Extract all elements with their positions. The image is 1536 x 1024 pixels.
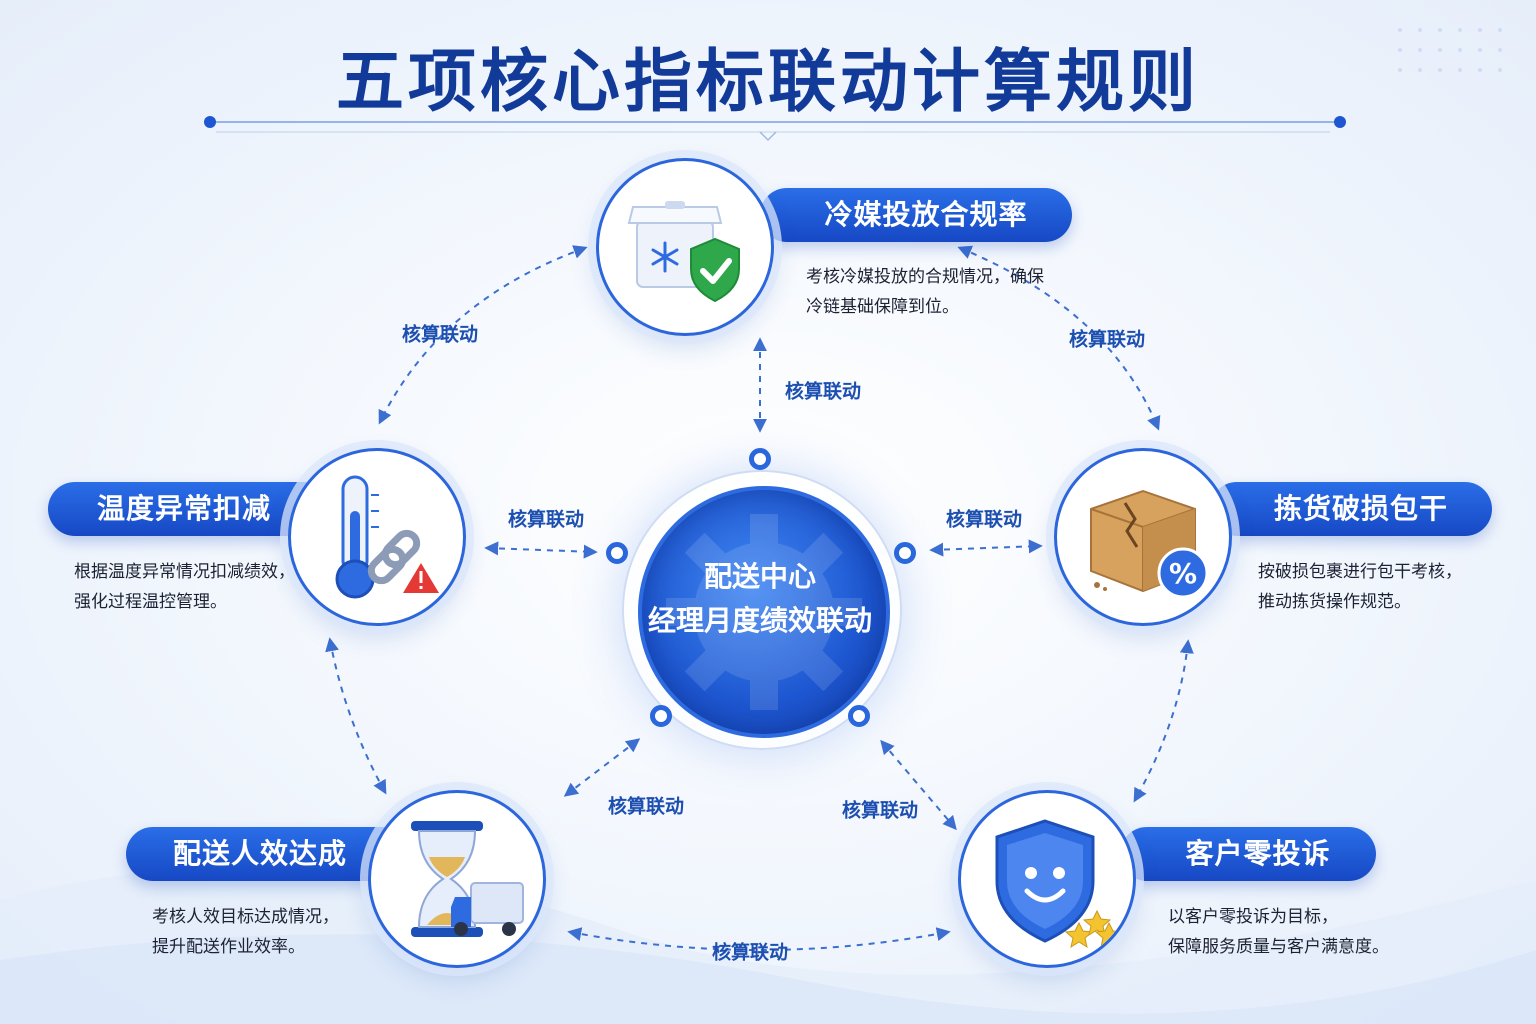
zero-complaint-label: 客户零投诉 (1120, 827, 1376, 881)
link-label-coolant-damage: 核算联动 (1068, 328, 1146, 351)
link-label-damage-center: 核算联动 (945, 508, 1023, 531)
orbit-dot-bottom-right (848, 705, 870, 727)
link-damage-complaint (1133, 639, 1194, 803)
zero-complaint-desc: 以客户零投诉为目标， 保障服务质量与客户满意度。 (1168, 902, 1389, 962)
orbit-dot-left (606, 542, 628, 564)
orbit-dot-bottom-left (650, 705, 672, 727)
link-label-coolant-center: 核算联动 (784, 380, 862, 403)
link-label-temperature-center: 核算联动 (507, 508, 585, 531)
coolant-compliance-label: 冷媒投放合规率 (760, 188, 1072, 242)
complaint-desc-line-1: 以客户零投诉为目标， (1168, 907, 1338, 927)
zero-complaint-node (958, 790, 1136, 968)
coolant-desc-line-1: 考核冷媒投放的合规情况，确保 (806, 267, 1044, 287)
complaint-desc-line-2: 保障服务质量与客户满意度。 (1168, 937, 1389, 957)
picking-damage-label: 拣货破损包干 (1210, 482, 1492, 536)
temperature-desc-line-2: 强化过程温控管理。 (74, 592, 227, 612)
coolant-desc-line-2: 冷链基础保障到位。 (806, 297, 959, 317)
gear-icon (666, 514, 862, 710)
link-coolant-temperature (378, 245, 588, 425)
link-label-coolant-temperature: 核算联动 (401, 323, 479, 346)
svg-text:%: % (1169, 557, 1197, 590)
link-label-complaint-center: 核算联动 (841, 799, 919, 822)
link-temperature-efficiency (325, 637, 387, 795)
efficiency-desc-line-1: 考核人效目标达成情况， (152, 907, 339, 927)
picking-damage-desc: 按破损包裹进行包干考核， 推动拣货操作规范。 (1258, 557, 1462, 617)
page-title: 五项核心指标联动计算规则 (335, 43, 1200, 122)
delivery-efficiency-node (368, 790, 546, 968)
orbit-dot-right (894, 542, 916, 564)
damaged-box-percent-icon: % (1090, 489, 1209, 599)
link-coolant-damage (957, 245, 1161, 431)
link-efficiency-center (563, 738, 641, 797)
link-label-efficiency-complaint: 核算联动 (711, 941, 789, 964)
smile-shield-stars-icon (995, 819, 1124, 949)
link-efficiency-complaint (567, 927, 951, 951)
orbit-dot-top (749, 448, 771, 470)
efficiency-desc-line-2: 提升配送作业效率。 (152, 937, 305, 957)
delivery-efficiency-label: 配送人效达成 (126, 827, 414, 881)
thermometer-chain-warning-icon (335, 475, 439, 599)
hourglass-truck-icon (411, 821, 524, 937)
temperature-deduction-node (288, 448, 466, 626)
link-damage-center (929, 539, 1043, 557)
link-temperature-center (484, 541, 598, 559)
center-hub (638, 486, 890, 738)
damage-desc-line-2: 推动拣货操作规范。 (1258, 592, 1411, 612)
temperature-desc-line-1: 根据温度异常情况扣减绩效， (74, 562, 295, 582)
center-line-1: 配送中心 (703, 560, 816, 593)
coolant-compliance-node (596, 158, 774, 336)
coolant-compliance-desc: 考核冷媒投放的合规情况，确保 冷链基础保障到位。 (806, 262, 1044, 322)
link-label-efficiency-center: 核算联动 (607, 795, 685, 818)
center-line-2: 经理月度绩效联动 (647, 604, 872, 637)
temperature-deduction-label: 温度异常扣减 (48, 482, 340, 536)
center-title: 配送中心 经理月度绩效联动 (622, 555, 898, 643)
damage-desc-line-1: 按破损包裹进行包干考核， (1258, 562, 1462, 582)
temperature-deduction-desc: 根据温度异常情况扣减绩效， 强化过程温控管理。 (74, 557, 295, 617)
cooler-box-shield-icon (627, 201, 740, 303)
delivery-efficiency-desc: 考核人效目标达成情况， 提升配送作业效率。 (152, 902, 339, 962)
picking-damage-node: % (1054, 448, 1232, 626)
